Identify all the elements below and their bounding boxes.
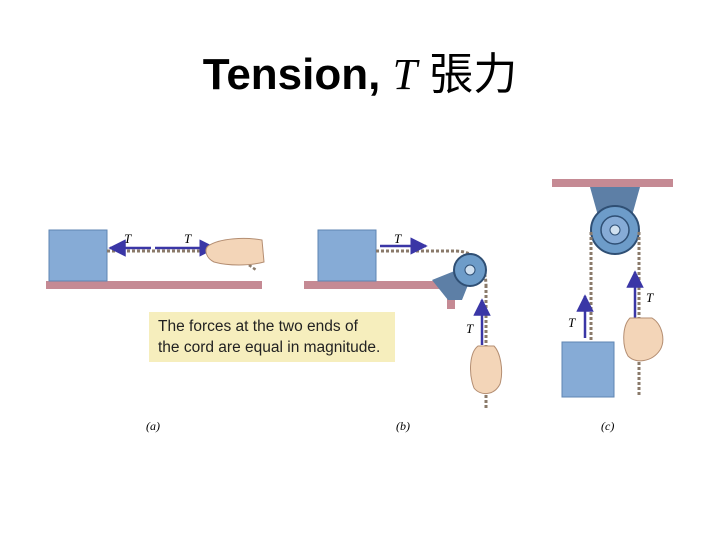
pulley-c-hub [609, 224, 621, 236]
ceiling-c [552, 179, 673, 187]
rope-a-tail [221, 250, 257, 272]
block-b [317, 229, 377, 282]
tension-label-a-left: T [124, 231, 132, 246]
tension-label-c-left: T [568, 315, 576, 330]
panel-label-c: (c) [601, 419, 614, 433]
rope-b-over-pulley [455, 249, 488, 286]
panel-a: T T (a) [46, 229, 265, 433]
caption-line-2: the cord are equal in magnitude. [158, 339, 381, 356]
tension-label-b-vertical: T [466, 321, 474, 336]
hand-b [470, 345, 503, 394]
title-text: Tension, [202, 50, 381, 99]
hand-a [205, 237, 265, 266]
block-a [48, 229, 108, 282]
title-chinese: 張力 [429, 49, 518, 100]
caption-box [149, 312, 395, 362]
panel-c: T T (c) [552, 179, 673, 433]
tension-label-b-horizontal: T [394, 231, 402, 246]
panel-b: T T (b) [304, 229, 503, 433]
tension-label-a-right: T [184, 231, 192, 246]
block-c [561, 341, 615, 398]
panel-label-a: (a) [146, 419, 160, 433]
title-symbol: T [392, 50, 418, 99]
panel-label-b: (b) [396, 419, 410, 433]
surface-a [46, 281, 262, 289]
pulley-b-hub [464, 264, 476, 276]
caption-line-1: The forces at the two ends of [158, 318, 358, 335]
page-title: Tension, T 張力 [0, 38, 720, 102]
surface-b [304, 281, 455, 289]
hand-c [623, 317, 664, 362]
tension-label-c-right: T [646, 290, 654, 305]
